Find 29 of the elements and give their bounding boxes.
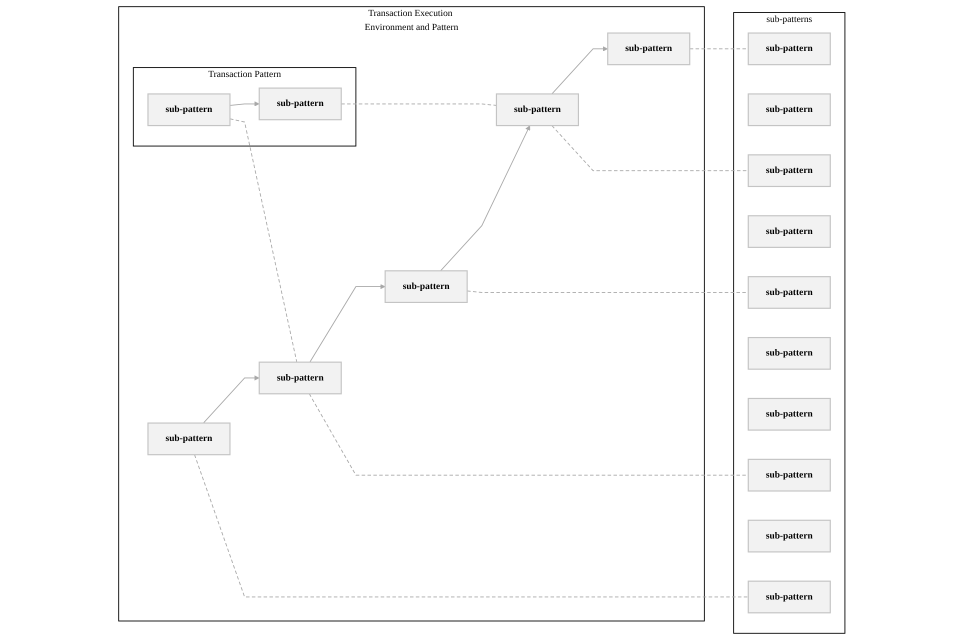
arrow (230, 101, 260, 106)
node-box: sub-pattern (748, 215, 832, 248)
connector (230, 118, 298, 363)
node-box: sub-pattern (384, 270, 468, 303)
connector (194, 454, 749, 598)
node-box: sub-pattern (607, 32, 690, 66)
node-box: sub-pattern (748, 32, 832, 66)
node-box: sub-pattern (148, 422, 231, 456)
node-box: sub-pattern (748, 154, 832, 188)
arrow (310, 284, 386, 363)
node-box: sub-pattern (748, 520, 832, 552)
connector (552, 125, 749, 172)
connector (309, 393, 749, 476)
connector (466, 290, 749, 293)
node-box: sub-pattern (496, 93, 580, 126)
arrow (552, 46, 608, 94)
connector (689, 48, 749, 50)
node-box: sub-pattern (148, 93, 231, 126)
node-box: sub-pattern (748, 458, 832, 492)
node-box: sub-pattern (258, 362, 342, 394)
node-box: sub-pattern (748, 336, 832, 370)
arrow (440, 125, 530, 272)
node-box: sub-pattern (748, 276, 832, 309)
node-box: sub-pattern (258, 88, 342, 120)
node-box: sub-pattern (748, 93, 832, 126)
connector (341, 103, 498, 106)
arrow (203, 375, 260, 424)
node-box: sub-pattern (748, 580, 832, 614)
node-box: sub-pattern (748, 398, 832, 431)
